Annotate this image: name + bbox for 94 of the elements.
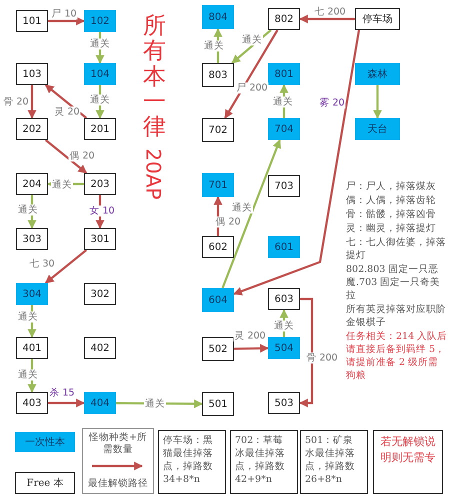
edge-label: 偶 20 [214, 216, 242, 228]
arrow [234, 344, 269, 353]
edge-label: 通关 [241, 34, 263, 46]
free-stage-box: 602 [202, 236, 234, 258]
edge-label: 雾 20 [318, 98, 346, 108]
legend-text: 怪物种类+所需数量 [88, 432, 148, 456]
edge-label: 通关 [89, 38, 111, 50]
free-stage-box: 101 [16, 10, 48, 32]
free-stage-box: 402 [84, 337, 116, 359]
edge-label: 骨 20 [2, 96, 30, 108]
edge-label: 尸 10 [50, 8, 78, 20]
edge-label: 七 30 [28, 258, 56, 270]
edge-label: 偶 20 [68, 150, 96, 162]
free-stage-box: 803 [202, 63, 234, 87]
note-text: 骨：骷髅，掉落凶骨 [346, 208, 437, 221]
arrow [373, 85, 382, 119]
arrow [44, 139, 88, 174]
one-time-stage-box: 804 [202, 5, 234, 29]
arrow [44, 249, 88, 284]
note-text: 偶：人偶，掉落齿轮 [346, 194, 437, 207]
free-stage-box: 302 [84, 283, 116, 305]
one-time-stage-box: 604 [202, 288, 234, 312]
arrow [233, 30, 360, 296]
edge-label: 通关 [272, 96, 294, 108]
edge-label: 通关 [89, 94, 111, 106]
one-time-stage-box: 701 [202, 173, 234, 197]
edge-label: 通关 [17, 370, 39, 380]
arrow [280, 309, 288, 337]
title-text: 20AP [142, 148, 166, 200]
arrow [231, 29, 272, 64]
one-time-stage-box: 304 [16, 283, 48, 305]
one-time-stage-box: 森林 [355, 63, 400, 85]
legend-swatch: 一次性本 [15, 432, 75, 452]
arrow [48, 398, 85, 408]
title-text: 所有本一律 [143, 14, 166, 140]
free-stage-box: 702 [202, 118, 234, 142]
free-stage-box: 403 [16, 392, 48, 414]
free-stage-box: 603 [268, 288, 300, 310]
free-stage-box: 401 [16, 337, 48, 359]
edge-label: 通关 [17, 312, 39, 322]
free-stage-box: 303 [16, 228, 48, 250]
free-stage-box: 停车场 [355, 8, 400, 30]
free-stage-box: 703 [268, 175, 300, 197]
arrow [28, 85, 36, 119]
edge-label: 杀 15 [48, 388, 76, 398]
free-stage-box: 501 [202, 392, 234, 416]
legend-text: 最佳解锁路径 [87, 478, 149, 490]
arrow [48, 16, 85, 26]
free-stage-box: 203 [84, 173, 116, 195]
edge-label: 通关 [231, 202, 253, 214]
arrow [299, 298, 314, 408]
one-time-stage-box: 504 [268, 337, 300, 359]
note-text: 灵：幽灵，掉落提灯 [346, 222, 437, 235]
free-stage-box: 202 [16, 118, 48, 140]
free-stage-box: 301 [84, 228, 116, 250]
one-time-stage-box: 104 [84, 63, 116, 85]
one-time-stage-box: 102 [84, 10, 116, 32]
note-box: 停车场：黑猫最佳掉落点，掉路数 34+8*n [158, 430, 226, 494]
one-time-stage-box: 天台 [355, 118, 400, 140]
note-text: 七：七人御佐婆，掉落提灯 [346, 236, 447, 262]
note-text: 802.803 固定一只恶魔.703 固定一只奇美拉 [346, 263, 442, 302]
one-time-stage-box: 801 [268, 63, 300, 85]
free-stage-box: 502 [202, 337, 234, 361]
edge-label: 通关 [144, 398, 166, 410]
note-text: 尸：尸人，掉落煤灰 [346, 180, 437, 193]
arrow [222, 139, 282, 288]
note-box: 若无解锁说明则无需专 [373, 430, 443, 494]
edge-label: 通关 [17, 204, 39, 216]
edge-label: 尸 200 [235, 82, 269, 94]
arrow [224, 29, 278, 119]
free-stage-box: 201 [84, 118, 116, 140]
free-stage-box: 503 [268, 392, 300, 414]
note-box: 501：矿泉水最佳掉落点，掉路数 26+8*n [300, 430, 368, 494]
arrow [299, 14, 355, 24]
one-time-stage-box: 404 [84, 392, 116, 414]
edge-label: 灵 200 [233, 330, 267, 342]
edge-label: 通关 [273, 320, 295, 332]
edge-label: 通关 [203, 40, 225, 52]
arrow [96, 85, 104, 119]
edge-label: 通关 [51, 180, 73, 190]
note-text: 任务相关：214 入队后请直接后备到羁绊 5，请提前准备 2 级所需狗粮 [346, 330, 448, 382]
edge-label: 七 200 [313, 6, 347, 18]
legend-swatch: Free 本 [15, 472, 75, 494]
arrow [96, 32, 104, 64]
edge-label: 灵 20 [53, 106, 81, 118]
one-time-stage-box: 601 [268, 236, 300, 258]
note-box: 702：草莓冰最佳掉落点，掉路数 42+9*n [230, 430, 298, 494]
one-time-stage-box: 704 [268, 118, 300, 140]
edge-label: 女 10 [88, 206, 116, 216]
free-stage-box: 802 [268, 8, 300, 30]
note-text: 所有英灵掉落对应职阶金银棋子 [346, 303, 447, 329]
free-stage-box: 103 [16, 63, 48, 85]
edge-label: 骨 200 [305, 352, 339, 364]
free-stage-box: 204 [16, 173, 48, 195]
